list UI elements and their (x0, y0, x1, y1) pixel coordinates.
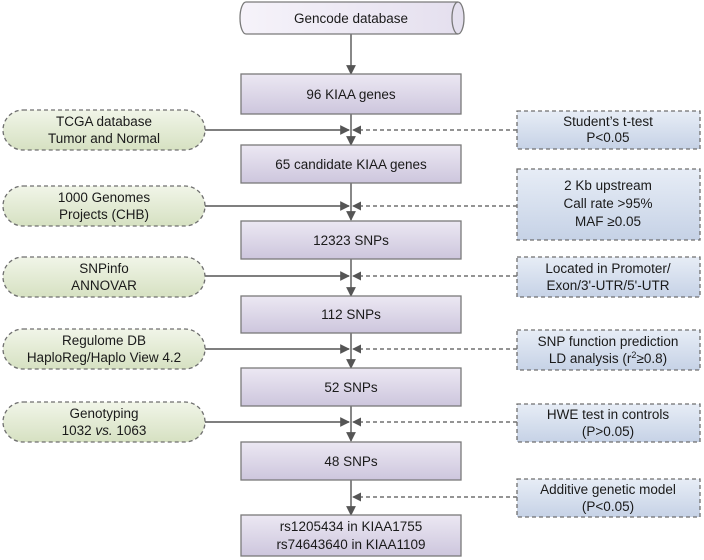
main-step-6: 48 SNPs (240, 441, 462, 481)
right-criterion-4: SNP function prediction LD analysis (r2≥… (516, 329, 701, 371)
right-criterion-line: Additive genetic model (540, 482, 676, 497)
left-input-line: 1032 vs. 1063 (62, 423, 147, 438)
right-connectors (352, 125, 517, 502)
left-input-line: 1000 Genomes (58, 190, 151, 205)
main-step-label: 65 candidate KIAA genes (275, 157, 427, 172)
left-input-5: Genotyping 1032 vs. 1063 (2, 401, 206, 443)
right-criterion-line: (P<0.05) (582, 499, 634, 514)
main-step-3: 12323 SNPs (240, 220, 462, 260)
main-step-label: 48 SNPs (324, 454, 378, 469)
right-criterion-2: 2 Kb upstream Call rate >95% MAF ≥0.05 (516, 168, 701, 241)
left-input-line: Regulome DB (62, 333, 146, 348)
database-label: Gencode database (294, 11, 408, 26)
main-step-1: 96 KIAA genes (240, 73, 462, 115)
left-input-3: SNPinfo ANNOVAR (2, 256, 206, 298)
left-input-line: SNPinfo (79, 261, 129, 276)
right-criterion-line: LD analysis (r2≥0.8) (549, 350, 667, 366)
right-criterion-line: (P>0.05) (582, 424, 634, 439)
database-node: Gencode database (239, 1, 465, 35)
main-step-label: 12323 SNPs (313, 233, 389, 248)
result-line-2: rs74643640 in KIAA1109 (276, 537, 425, 552)
main-step-result: rs1205434 in KIAA1755 rs74643640 in KIAA… (240, 514, 462, 557)
right-criterion-line: 2 Kb upstream (564, 178, 652, 193)
left-input-line: HaploReg/Haplo View 4.2 (27, 350, 181, 365)
right-criterion-line: Student’s t-test (563, 114, 653, 129)
main-step-label: 52 SNPs (324, 380, 378, 395)
left-connectors (205, 125, 350, 427)
right-criterion-6: Additive genetic model (P<0.05) (516, 478, 701, 518)
left-input-line: Genotyping (69, 406, 138, 421)
right-criterion-line: P<0.05 (586, 130, 629, 145)
result-line-1: rs1205434 in KIAA1755 (280, 519, 423, 534)
right-criterion-line: HWE test in controls (547, 407, 670, 422)
right-criterion-line: SNP function prediction (538, 334, 679, 349)
main-step-4: 112 SNPs (240, 295, 462, 334)
right-criterion-line: Exon/3'-UTR/5'-UTR (547, 278, 670, 293)
main-step-label: 112 SNPs (321, 307, 381, 322)
left-input-line: TCGA database (56, 114, 152, 129)
right-criterion-line: MAF ≥0.05 (575, 214, 641, 229)
left-input-line: Projects (CHB) (59, 207, 149, 222)
right-criterion-3: Located in Promoter/ Exon/3'-UTR/5'-UTR (516, 256, 701, 298)
left-input-line: ANNOVAR (71, 278, 137, 293)
right-criterion-line: Call rate >95% (564, 196, 653, 211)
main-step-2: 65 candidate KIAA genes (240, 144, 462, 184)
main-step-label: 96 KIAA genes (306, 87, 396, 102)
right-criterion-1: Student’s t-test P<0.05 (516, 110, 701, 150)
left-input-1: TCGA database Tumor and Normal (2, 109, 206, 151)
left-input-line: Tumor and Normal (48, 131, 160, 146)
right-criterion-line: Located in Promoter/ (545, 261, 671, 276)
left-input-2: 1000 Genomes Projects (CHB) (2, 185, 206, 227)
right-criterion-5: HWE test in controls (P>0.05) (516, 403, 701, 443)
main-step-5: 52 SNPs (240, 367, 462, 407)
left-input-4: Regulome DB HaploReg/Haplo View 4.2 (2, 328, 206, 370)
